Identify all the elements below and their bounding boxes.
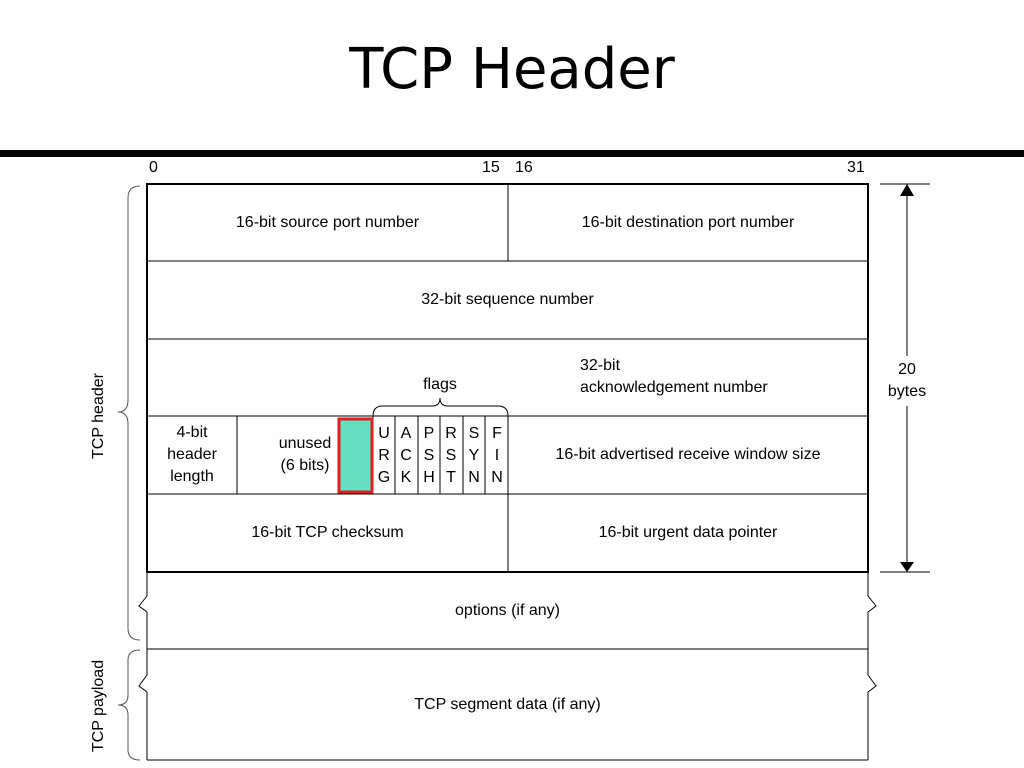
- title-divider: [0, 150, 1024, 157]
- flags-brace: [372, 397, 509, 417]
- unused-line: (6 bits): [280, 457, 330, 474]
- page-title: TCP Header: [349, 37, 675, 102]
- checksum-field: 16-bit TCP checksum: [251, 524, 404, 541]
- tcp-payload-label: TCP payload: [90, 659, 107, 753]
- header-length-line: length: [170, 468, 214, 485]
- options-field: options (if any): [455, 601, 560, 619]
- unused-bits-field: unused (6 bits): [268, 416, 342, 494]
- ack-line-2: acknowledgement number: [580, 379, 768, 396]
- sequence-number-field: 32-bit sequence number: [421, 291, 594, 308]
- size-value: 20: [898, 361, 916, 378]
- bit-number-0: 0: [149, 159, 158, 176]
- bit-number-15: 15: [482, 159, 500, 176]
- arrow-down-icon: [900, 562, 914, 572]
- acknowledgement-number-field: 32-bit acknowledgement number: [580, 355, 840, 401]
- urgent-pointer-field: 16-bit urgent data pointer: [598, 524, 778, 541]
- break-mark: [867, 674, 877, 693]
- break-mark: [867, 595, 877, 613]
- header-length-line: 4-bit: [176, 424, 208, 441]
- ack-line-1: 32-bit: [580, 357, 621, 374]
- size-unit: bytes: [887, 383, 927, 400]
- header-length-line: header: [167, 446, 217, 463]
- flags-label: flags: [423, 376, 457, 393]
- bit-number-31: 31: [847, 159, 865, 176]
- break-mark: [138, 674, 148, 693]
- tcp-header-brace: [117, 185, 141, 641]
- segment-data-field: TCP segment data (if any): [414, 695, 601, 713]
- source-port-field: 16-bit source port number: [235, 213, 420, 231]
- destination-port-field: 16-bit destination port number: [581, 213, 795, 231]
- tcp-payload-brace: [117, 649, 141, 761]
- break-mark: [138, 595, 148, 613]
- bit-number-16: 16: [515, 159, 533, 176]
- arrow-up-icon: [900, 184, 914, 196]
- receive-window-field: 16-bit advertised receive window size: [555, 446, 821, 463]
- highlighted-bits: [337, 417, 374, 494]
- header-length-field: 4-bit header length: [147, 416, 237, 494]
- unused-line: unused: [278, 435, 332, 452]
- tcp-header-label: TCP header: [90, 373, 107, 459]
- size-label: 20 bytes: [877, 358, 937, 404]
